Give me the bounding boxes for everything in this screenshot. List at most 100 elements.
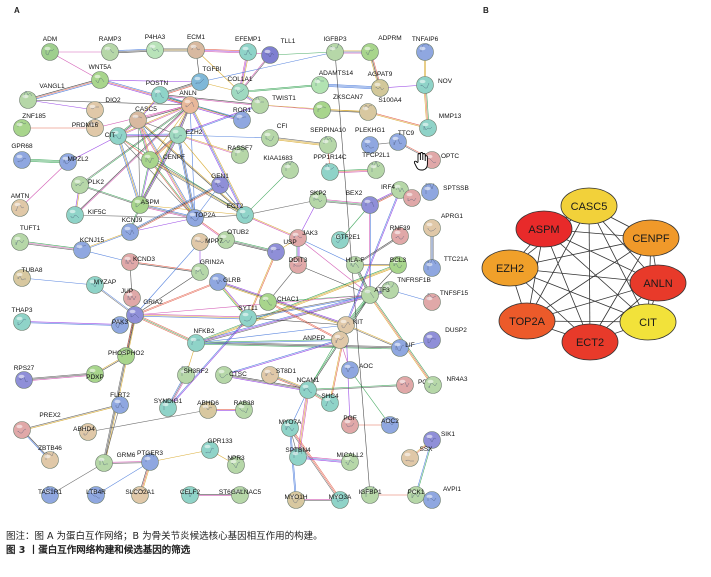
ppi-node-bex2[interactable]: BEX2 bbox=[346, 190, 379, 214]
ppi-node-shc4[interactable]: SHC4 bbox=[321, 393, 339, 412]
ppi-node-jup[interactable]: JUP bbox=[121, 288, 141, 307]
ppi-node-anln[interactable]: ANLN bbox=[179, 90, 199, 114]
ppi-node-pak3[interactable]: PAK3 bbox=[111, 316, 129, 334]
ppi-node-ncam1[interactable]: NCAM1 bbox=[297, 377, 320, 399]
ppi-node-rab38[interactable]: RAB38 bbox=[234, 400, 255, 419]
ppi-node-prex2[interactable]: PREX2 bbox=[13, 412, 62, 439]
ppi-node-sptbn4[interactable]: SPTBN4 bbox=[285, 447, 311, 466]
ppi-node-tgfbi[interactable]: TGFBI bbox=[191, 66, 222, 91]
ppi-node-glrb[interactable]: GLRB bbox=[209, 273, 241, 291]
ppi-node-myo1h[interactable]: MYO1H bbox=[284, 491, 308, 509]
ppi-node-grin2a[interactable]: GRIN2A bbox=[191, 259, 225, 281]
ppi-node-tll1[interactable]: TLL1 bbox=[261, 38, 296, 64]
ppi-node-gria2[interactable]: GRIA2 bbox=[126, 299, 164, 324]
ppi-node-skp2[interactable]: SKP2 bbox=[309, 190, 327, 209]
ppi-node-sh3rf2[interactable]: SH3RF2 bbox=[177, 365, 209, 384]
ppi-node-st8d1[interactable]: ST8D1 bbox=[261, 366, 297, 384]
ppi-node-tnfrsf1b[interactable]: TNFRSF1B bbox=[381, 277, 431, 299]
ppi-node-nov[interactable]: NOV bbox=[416, 76, 453, 94]
ppi-node-s100a4[interactable]: S100A4 bbox=[359, 97, 402, 121]
ppi-node-tnfsf15[interactable]: TNFSF15 bbox=[423, 290, 469, 311]
ppi-node-tas1r1[interactable]: TAS1R1 bbox=[38, 485, 62, 504]
ppi-node-myzap[interactable]: MYZAP bbox=[86, 276, 117, 294]
ppi-node-aoc2[interactable]: AOC2 bbox=[381, 416, 399, 434]
ppi-node-kcnj15[interactable]: KCNJ15 bbox=[73, 237, 105, 259]
ppi-node-mmp13[interactable]: MMP13 bbox=[419, 113, 462, 137]
ppi-node-tuft1[interactable]: TUFT1 bbox=[11, 225, 41, 251]
ppi-node-mpp7[interactable]: MPP7 bbox=[191, 233, 224, 251]
ppi-node-znf185[interactable]: ZNF185 bbox=[13, 113, 47, 137]
ppi-node-ptger3[interactable]: PTGER3 bbox=[137, 450, 163, 471]
hub-node-anln[interactable]: ANLN bbox=[629, 264, 687, 302]
ppi-node-gen1[interactable]: GEN1 bbox=[211, 173, 229, 194]
ppi-node-otub2[interactable]: OTUB2 bbox=[217, 229, 250, 249]
ppi-node-avpi1[interactable]: AVPI1 bbox=[423, 486, 462, 509]
ppi-node-ssx[interactable]: SSX bbox=[401, 446, 434, 467]
ppi-node-bcl3[interactable]: BCL3 bbox=[389, 256, 407, 274]
ppi-node-ramp3[interactable]: RAMP3 bbox=[99, 36, 122, 61]
ppi-node-gpr68[interactable]: GPR68 bbox=[11, 143, 33, 169]
ppi-node-p4ha3[interactable]: P4HA3 bbox=[145, 34, 166, 59]
ppi-node-aspm[interactable]: ASPM bbox=[131, 196, 160, 214]
ppi-node-zbtb46[interactable]: ZBTB46 bbox=[38, 445, 62, 469]
ppi-node-kif5c[interactable]: KIF5C bbox=[66, 206, 107, 224]
ppi-node-cit[interactable]: CIT bbox=[105, 127, 127, 145]
ppi-node-serpina10[interactable]: SERPINA10 bbox=[310, 127, 346, 154]
ppi-node-pgf[interactable]: PGF bbox=[341, 415, 359, 434]
hub-node-ect2[interactable]: ECT2 bbox=[561, 323, 619, 361]
hub-node-cit[interactable]: CIT bbox=[619, 303, 677, 341]
ppi-node-micall2[interactable]: MICALL2 bbox=[336, 452, 364, 471]
ppi-node-nr4a3[interactable]: NR4A3 bbox=[424, 376, 468, 394]
ppi-node-amtn[interactable]: AMTN bbox=[11, 193, 30, 217]
ppi-node-tuba8[interactable]: TUBA8 bbox=[13, 267, 43, 287]
ppi-node-lif[interactable]: LIF bbox=[391, 339, 415, 357]
ppi-node-grm6[interactable]: GRM6 bbox=[95, 452, 136, 472]
ppi-node-nfkb2[interactable]: NFKB2 bbox=[187, 328, 215, 352]
ppi-node-kit[interactable]: KIT bbox=[337, 316, 364, 334]
ppi-node-gpr133[interactable]: GPR133 bbox=[201, 438, 233, 459]
ppi-node-ddit3[interactable]: DDIT3 bbox=[289, 256, 308, 274]
ppi-node-npr3[interactable]: NPR3 bbox=[227, 455, 245, 474]
ppi-node-myo3a[interactable]: MYO3A bbox=[329, 491, 352, 509]
ppi-node-celf2[interactable]: CELF2 bbox=[180, 486, 201, 504]
ppi-node-hla-f[interactable]: HLA-F bbox=[346, 256, 365, 274]
ppi-node-prdm16[interactable]: PRDM16 bbox=[72, 119, 104, 137]
ppi-node-ttc9[interactable]: TTC9 bbox=[389, 130, 415, 151]
hub-node-ezh2[interactable]: EZH2 bbox=[481, 249, 539, 287]
ppi-node-plk2[interactable]: PLK2 bbox=[71, 176, 105, 194]
ppi-node-kiaa1683[interactable]: KIAA1683 bbox=[263, 155, 299, 179]
ppi-node-mpzl2[interactable]: MPZL2 bbox=[59, 153, 89, 171]
ppi-node-igfbp3[interactable]: IGFBP3 bbox=[323, 36, 347, 61]
ppi-node-syndig1[interactable]: SYNDIG1 bbox=[154, 398, 183, 417]
ppi-node-efemp1[interactable]: EFEMP1 bbox=[235, 36, 261, 61]
ppi-node-atf3[interactable]: ATF3 bbox=[361, 286, 391, 304]
ppi-node-myo7a[interactable]: MYO7A bbox=[279, 419, 302, 437]
ppi-node-postn[interactable]: POSTN bbox=[146, 80, 169, 104]
ppi-node-cfi[interactable]: CFI bbox=[261, 123, 288, 147]
ppi-node-usp[interactable]: USP bbox=[267, 239, 297, 261]
ppi-node-abhd6[interactable]: ABHD6 bbox=[197, 400, 219, 419]
ppi-node-tfcp2l1[interactable]: TFCP2L1 bbox=[362, 152, 390, 179]
ppi-node-twist1[interactable]: TWIST1 bbox=[251, 95, 297, 114]
ppi-node-ttc21a[interactable]: TTC21A bbox=[423, 256, 469, 277]
ppi-node-aprg1[interactable]: APRG1 bbox=[423, 213, 464, 237]
ppi-node-kcnj9[interactable]: KCNJ9 bbox=[121, 217, 143, 241]
ppi-node-flrt2[interactable]: FLRT2 bbox=[110, 392, 130, 414]
ppi-node-jak3[interactable]: JAK3 bbox=[289, 229, 319, 247]
ppi-node-col1a1[interactable]: COL1A1 bbox=[228, 76, 253, 101]
ppi-node-adm[interactable]: ADM bbox=[41, 36, 59, 61]
hub-node-cenpf[interactable]: CENPF bbox=[622, 219, 680, 257]
ppi-node-cenpf[interactable]: CENPF bbox=[141, 151, 186, 169]
ppi-node-thap3[interactable]: THAP3 bbox=[12, 307, 33, 331]
hub-node-aspm[interactable]: ASPM bbox=[515, 210, 573, 248]
ppi-node-st6galnac5[interactable]: ST6GALNAC5 bbox=[219, 486, 262, 504]
ppi-node-tnfaip6[interactable]: TNFAIP6 bbox=[412, 36, 439, 61]
hub-node-top2a[interactable]: TOP2A bbox=[498, 302, 556, 340]
ppi-node-slco2a1[interactable]: SLCO2A1 bbox=[125, 486, 155, 504]
ppi-node-top2a[interactable]: TOP2A bbox=[186, 209, 217, 227]
ppi-node-plekhg1[interactable]: PLEKHG1 bbox=[355, 127, 385, 154]
hub-node-casc5[interactable]: CASC5 bbox=[560, 187, 618, 225]
ppi-node-zkscan7[interactable]: ZKSCAN7 bbox=[313, 94, 364, 119]
ppi-node-pck1[interactable]: PCK1 bbox=[407, 486, 425, 504]
ppi-node-ect2[interactable]: ECT2 bbox=[227, 203, 254, 224]
